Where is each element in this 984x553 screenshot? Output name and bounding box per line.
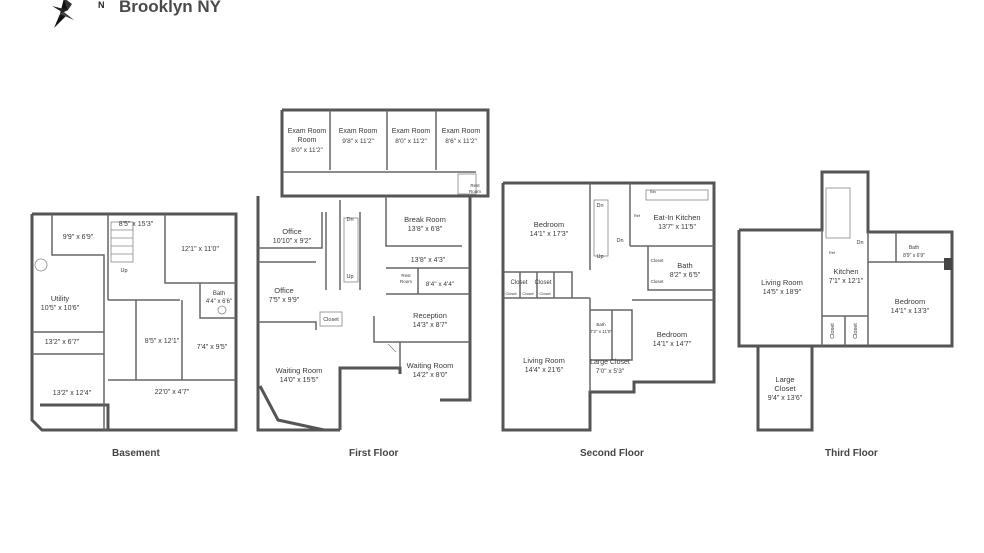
first-dn-label: Dn (346, 217, 353, 223)
third-large-closet-dim: 9'4" x 13'6" (768, 395, 803, 402)
basement-room-5-dim: 8'5" x 12'1" (145, 338, 180, 345)
second-bedroom-1-name: Bedroom (534, 220, 564, 229)
first-reception-name: Reception (413, 311, 447, 320)
compass-letter: N (98, 0, 105, 10)
first-restroom-1-b: Room (469, 189, 481, 194)
exam-room-1-name-b: Room (298, 137, 317, 144)
second-up-label: Up (596, 254, 603, 260)
second-closet-4-label: Closet (522, 291, 534, 296)
second-ref-label: Ref (634, 213, 641, 218)
third-closet-1-label: Closet (830, 323, 836, 339)
third-ref-label: Ref (829, 250, 836, 255)
first-waiting-room-2-name: Waiting Room (407, 361, 454, 370)
first-office-1-name: Office (282, 227, 301, 236)
exam-room-2-dim: 9'8" x 11'2" (342, 138, 374, 145)
first-hall-dim: 13'8" x 4'3" (411, 257, 446, 264)
basement-room-2-dim: 8'5" x 15'3" (119, 221, 154, 228)
second-large-closet-dim: 7'0" x 5'3" (596, 368, 625, 375)
first-waiting-room-1-name: Waiting Room (276, 366, 323, 375)
exam-room-1-name: Exam Room (288, 128, 327, 135)
first-reception-dim: 14'3" x 8'7" (413, 322, 448, 329)
exam-room-2-name: Exam Room (339, 128, 378, 135)
second-bedroom-1-dim: 14'1" x 17'3" (530, 231, 569, 238)
first-small-room-dim: 8'4" x 4'4" (426, 281, 455, 288)
second-bin-label: Bin (650, 189, 656, 194)
first-office-1-dim: 10'10" x 9'2" (273, 238, 312, 245)
first-restroom-2-b: Room (400, 279, 412, 284)
third-bath-dim: 8'9" x 6'9" (903, 253, 925, 259)
third-dn-label: Dn (856, 240, 863, 246)
third-living-room-name: Living Room (761, 278, 803, 287)
first-closet-label: Closet (323, 317, 339, 323)
second-kitchen-name: Eat-In Kitchen (653, 213, 700, 222)
exam-room-3-dim: 8'0" x 11'2" (395, 138, 427, 145)
second-bath-name: Bath (677, 261, 692, 270)
page-title: Brooklyn NY (119, 0, 222, 16)
floor-label-first: First Floor (349, 448, 399, 459)
basement-room-4-dim: 13'2" x 6'7" (45, 339, 80, 346)
third-floor-plan: Dn Bath 8'9" x 6'9" Ref Living Room 14'5… (737, 170, 954, 432)
basement-room-6-dim: 7'4" x 9'5" (197, 344, 228, 351)
second-closet-1-label: Closet (510, 280, 527, 286)
compass-icon: N (52, 0, 105, 28)
first-break-room-name: Break Room (404, 215, 446, 224)
first-up-label: Up (346, 274, 353, 280)
second-bedroom-2-name: Bedroom (657, 330, 687, 339)
exam-room-1-dim: 8'0" x 11'2" (291, 147, 323, 154)
second-bath-dim: 8'2" x 6'5" (670, 272, 701, 279)
first-restroom-2-a: Rest (401, 273, 411, 278)
basement-bath-name: Bath (213, 291, 225, 297)
third-bath-name: Bath (909, 245, 920, 251)
basement-bath-dim: 4'4" x 6'6" (206, 299, 232, 305)
basement-up-label: Up (120, 268, 127, 274)
floor-label-basement: Basement (112, 448, 160, 459)
floor-label-third: Third Floor (825, 448, 878, 459)
floor-label-second: Second Floor (580, 448, 644, 459)
third-closet-2-label: Closet (853, 323, 859, 339)
second-dn-label-2: Dn (616, 238, 623, 244)
second-closet-5-label: Closet (539, 291, 551, 296)
second-floor-plan: Bedroom 14'1" x 17'3" Dn Dn Up Bin Ref E… (501, 181, 716, 432)
third-large-closet-name-2: Closet (774, 384, 796, 393)
first-waiting-room-2-dim: 14'2" x 8'0" (413, 372, 448, 379)
second-closet-3-label: Closet (505, 291, 517, 296)
second-closet-6-label: Closet (651, 279, 665, 284)
second-bath-2-dim: 7'2" x 11'0" (590, 329, 612, 334)
second-dn-label-1: Dn (596, 203, 603, 209)
first-restroom-1-a: Rest (470, 183, 480, 188)
second-bath-2-name: Bath (596, 322, 606, 327)
basement-utility-dim: 10'5" x 10'6" (41, 305, 80, 312)
exam-room-4-name: Exam Room (442, 128, 481, 135)
basement-room-3-dim: 12'1" x 11'0" (181, 246, 219, 253)
first-floor-plan: Exam Room Room 8'0" x 11'2" Exam Room 9'… (256, 108, 490, 432)
third-kitchen-dim: 7'1" x 12'1" (829, 278, 864, 285)
second-bedroom-2-dim: 14'1" x 14'7" (653, 341, 692, 348)
third-living-room-dim: 14'5" x 18'9" (763, 289, 802, 296)
first-office-2-dim: 7'5" x 9'9" (269, 297, 300, 304)
second-large-closet-name: Large Closet (590, 359, 630, 366)
basement-plan: 9'9" x 6'9" 8'5" x 15'3" 12'1" x 11'0" U… (30, 212, 238, 432)
third-bedroom-name: Bedroom (895, 297, 925, 306)
second-living-room-dim: 14'4" x 21'6" (525, 367, 564, 374)
second-living-room-name: Living Room (523, 356, 565, 365)
second-kitchen-dim: 13'7" x 11'5" (658, 224, 696, 231)
exam-room-3-name: Exam Room (392, 128, 431, 135)
exam-room-4-dim: 8'6" x 11'2" (445, 138, 477, 145)
second-closet-2-label: Closet (534, 280, 551, 286)
third-bedroom-dim: 14'1" x 13'3" (891, 308, 930, 315)
second-kitchen-closet-label: Closet (651, 258, 665, 263)
third-kitchen-name: Kitchen (833, 267, 858, 276)
first-office-2-name: Office (274, 286, 293, 295)
basement-room-7-dim: 13'2" x 12'4" (53, 390, 92, 397)
first-break-room-dim: 13'8" x 6'8" (408, 226, 443, 233)
basement-room-8-dim: 22'0" x 4'7" (155, 389, 190, 396)
third-large-closet-name: Large (775, 375, 794, 384)
basement-utility-name: Utility (51, 294, 70, 303)
basement-room-1-dim: 9'9" x 6'9" (63, 234, 94, 241)
first-waiting-room-1-dim: 14'0" x 15'5" (280, 377, 319, 384)
